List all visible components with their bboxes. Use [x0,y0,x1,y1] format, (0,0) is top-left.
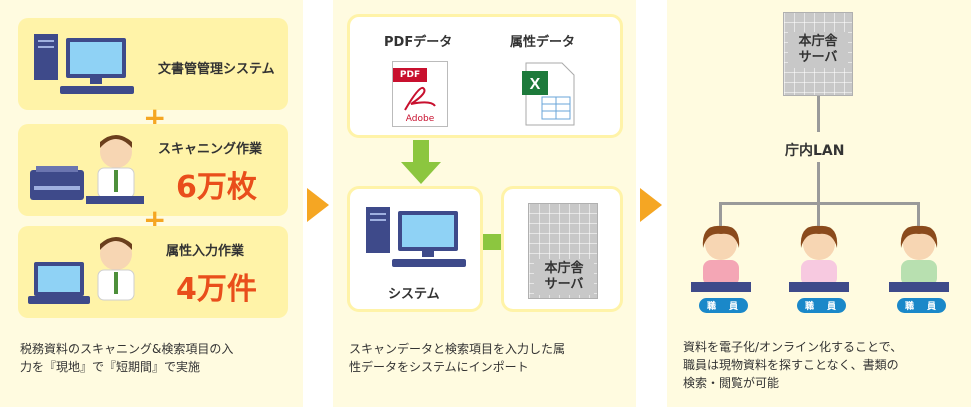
panel2-caption-line2: 性データをシステムにインポート [349,360,529,374]
panel-workflow-input: 文書管管理システム + スキャニング作業 6万枚 + 属性入力作業 4万件 [0,0,303,407]
scanning-work-box: スキャニング作業 6万枚 [18,124,288,216]
arrow-right-2 [640,188,662,222]
server-label: 本庁舎 サーバ [788,32,848,68]
scanning-work-label: スキャニング作業 [158,142,263,157]
server-label-line2: サーバ [798,50,838,65]
attribute-count: 4万件 [176,272,257,307]
svg-text:X: X [530,76,541,93]
desktop-computer-icon [34,34,134,94]
server-label: 本庁舎 サーバ [534,259,594,295]
pdf-file-icon: PDF Adobe [392,61,448,127]
desktop-computer-icon [366,207,466,267]
document-system-box: 文書管管理システム [18,18,288,110]
server-box: 本庁舎 サーバ [501,186,623,312]
pdf-icon-brand: Adobe [405,114,435,124]
lan-connector-mid [817,162,820,204]
document-system-label: 文書管管理システム [158,62,275,77]
lan-drop-2 [817,202,820,228]
staff-member-icon [691,225,751,292]
staff-member-icon [789,225,849,292]
lan-drop-1 [719,202,722,228]
green-arrow-down [401,140,441,184]
server-label-line1: 本庁舎 [798,34,838,49]
pdf-icon-tag: PDF [393,68,427,82]
server-label-line2: サーバ [544,277,584,292]
panel-import: PDFデータ 属性データ PDF Adobe X [333,0,636,407]
panel3-caption-line1: 資料を電子化/オンライン化することで、 [683,340,903,354]
panel2-caption-line1: スキャンデータと検索項目を入力した属 [349,342,566,356]
lan-connector-top [817,96,820,132]
adobe-acrobat-icon [404,86,436,111]
panel2-caption: スキャンデータと検索項目を入力した属 性データをシステムにインポート [349,340,629,376]
scanner-worker-icon [30,135,144,204]
attribute-data-label: 属性データ [510,35,576,50]
system-box: システム [347,186,483,312]
arrow-right-1 [307,188,329,222]
lan-label: 庁内LAN [785,143,845,159]
pdf-data-label: PDFデータ [384,35,453,50]
lan-drop-3 [917,202,920,228]
scanning-count: 6万枚 [176,170,257,205]
panel-access: 本庁舎 サーバ 庁内LAN 職 員 職 員 職 員 資料を電子化/オンライン化す… [667,0,971,407]
excel-file-icon: X [522,62,575,126]
panel1-caption-line1: 税務資料のスキャニング&検索項目の入 [20,342,234,356]
panel1-caption: 税務資料のスキャニング&検索項目の入 力を『現地』で『短期間』で実施 [20,340,295,376]
attribute-input-label: 属性入力作業 [166,244,245,259]
data-files-box: PDFデータ 属性データ PDF Adobe X [347,14,623,138]
panel3-caption-line2: 職員は現物資料を探すことなく、書類の [683,358,899,372]
staff-badge-1: 職 員 [699,298,749,313]
staff-badge-3: 職 員 [897,298,947,313]
system-label: システム [388,287,440,302]
panel3-caption-line3: 検索・閲覧が可能 [683,376,780,390]
attribute-input-box: 属性入力作業 4万件 [18,226,288,318]
server-label-line1: 本庁舎 [544,261,584,276]
staff-badge-2: 職 員 [797,298,847,313]
panel1-caption-line2: 力を『現地』で『短期間』で実施 [20,360,201,374]
staff-member-icon [889,225,949,292]
panel3-caption: 資料を電子化/オンライン化することで、 職員は現物資料を探すことなく、書類の 検… [683,338,967,392]
laptop-worker-icon [28,237,135,304]
